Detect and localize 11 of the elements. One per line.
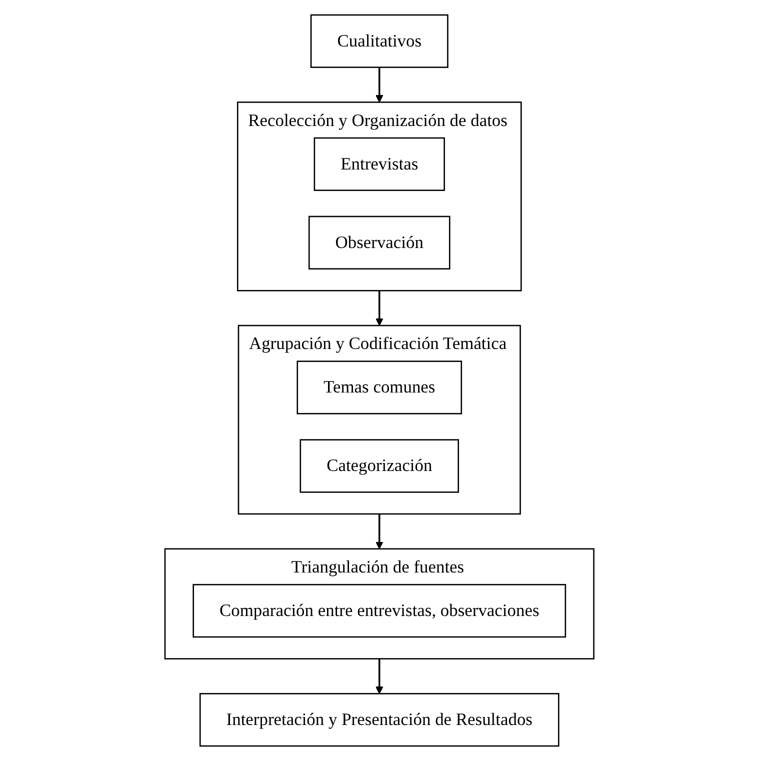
arrow: [376, 658, 384, 694]
node-box: Comparación entre entrevistas, observaciones: [192, 584, 566, 638]
node-box: Cualitativos: [310, 14, 448, 68]
node-box: Observación: [308, 216, 450, 270]
node-box: Entrevistas: [314, 137, 446, 191]
arrow: [376, 514, 384, 550]
arrow: [376, 67, 384, 103]
node-box: Interpretación y Presentación de Resultados: [200, 693, 560, 747]
node-box: Temas comunes: [296, 360, 462, 414]
node-box: Categorización: [300, 439, 460, 493]
arrow: [376, 290, 384, 326]
